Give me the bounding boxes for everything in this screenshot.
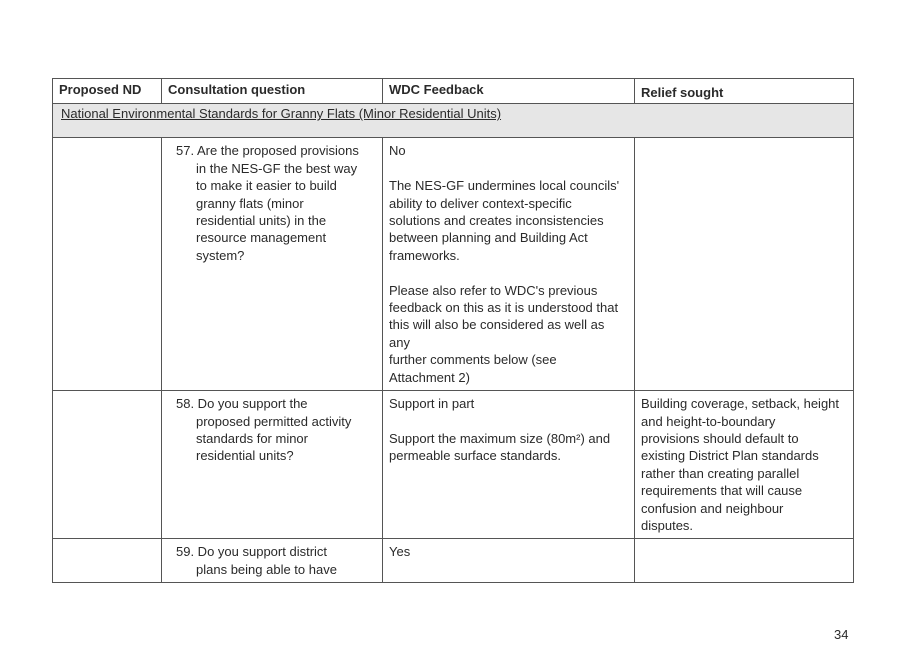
- relief-cell: [634, 539, 853, 583]
- page-number: 34: [834, 627, 849, 643]
- question-cell: 57. Are the proposed provisions in the N…: [161, 138, 382, 391]
- table-row: 57. Are the proposed provisions in the N…: [52, 138, 854, 392]
- relief-cell: Building coverage, setback, height and h…: [634, 391, 853, 539]
- table-row: 58. Do you support the proposed permitte…: [52, 391, 854, 540]
- header-consultation-question: Consultation question: [161, 79, 382, 104]
- consultation-table: Proposed ND Consultation question WDC Fe…: [52, 0, 854, 584]
- proposed-nd-cell: [53, 539, 161, 582]
- relief-cell: [634, 138, 853, 391]
- proposed-nd-cell: [53, 138, 161, 390]
- question-cell: 59. Do you support district plans being …: [161, 539, 382, 583]
- header-wdc-feedback: WDC Feedback: [382, 79, 634, 104]
- proposed-nd-cell: [53, 391, 161, 538]
- section-title: National Environmental Standards for Gra…: [61, 106, 502, 122]
- table-header-row: Proposed ND Consultation question WDC Fe…: [52, 78, 854, 105]
- question-cell: 58. Do you support the proposed permitte…: [161, 391, 382, 539]
- feedback-cell: Yes: [382, 539, 634, 583]
- section-row: National Environmental Standards for Gra…: [52, 104, 854, 139]
- feedback-cell: No The NES-GF undermines local councils'…: [382, 138, 634, 391]
- table-row: 59. Do you support district plans being …: [52, 539, 854, 584]
- header-relief-sought: Relief sought: [634, 79, 853, 104]
- feedback-cell: Support in part Support the maximum size…: [382, 391, 634, 539]
- header-proposed-nd: Proposed ND: [59, 82, 142, 97]
